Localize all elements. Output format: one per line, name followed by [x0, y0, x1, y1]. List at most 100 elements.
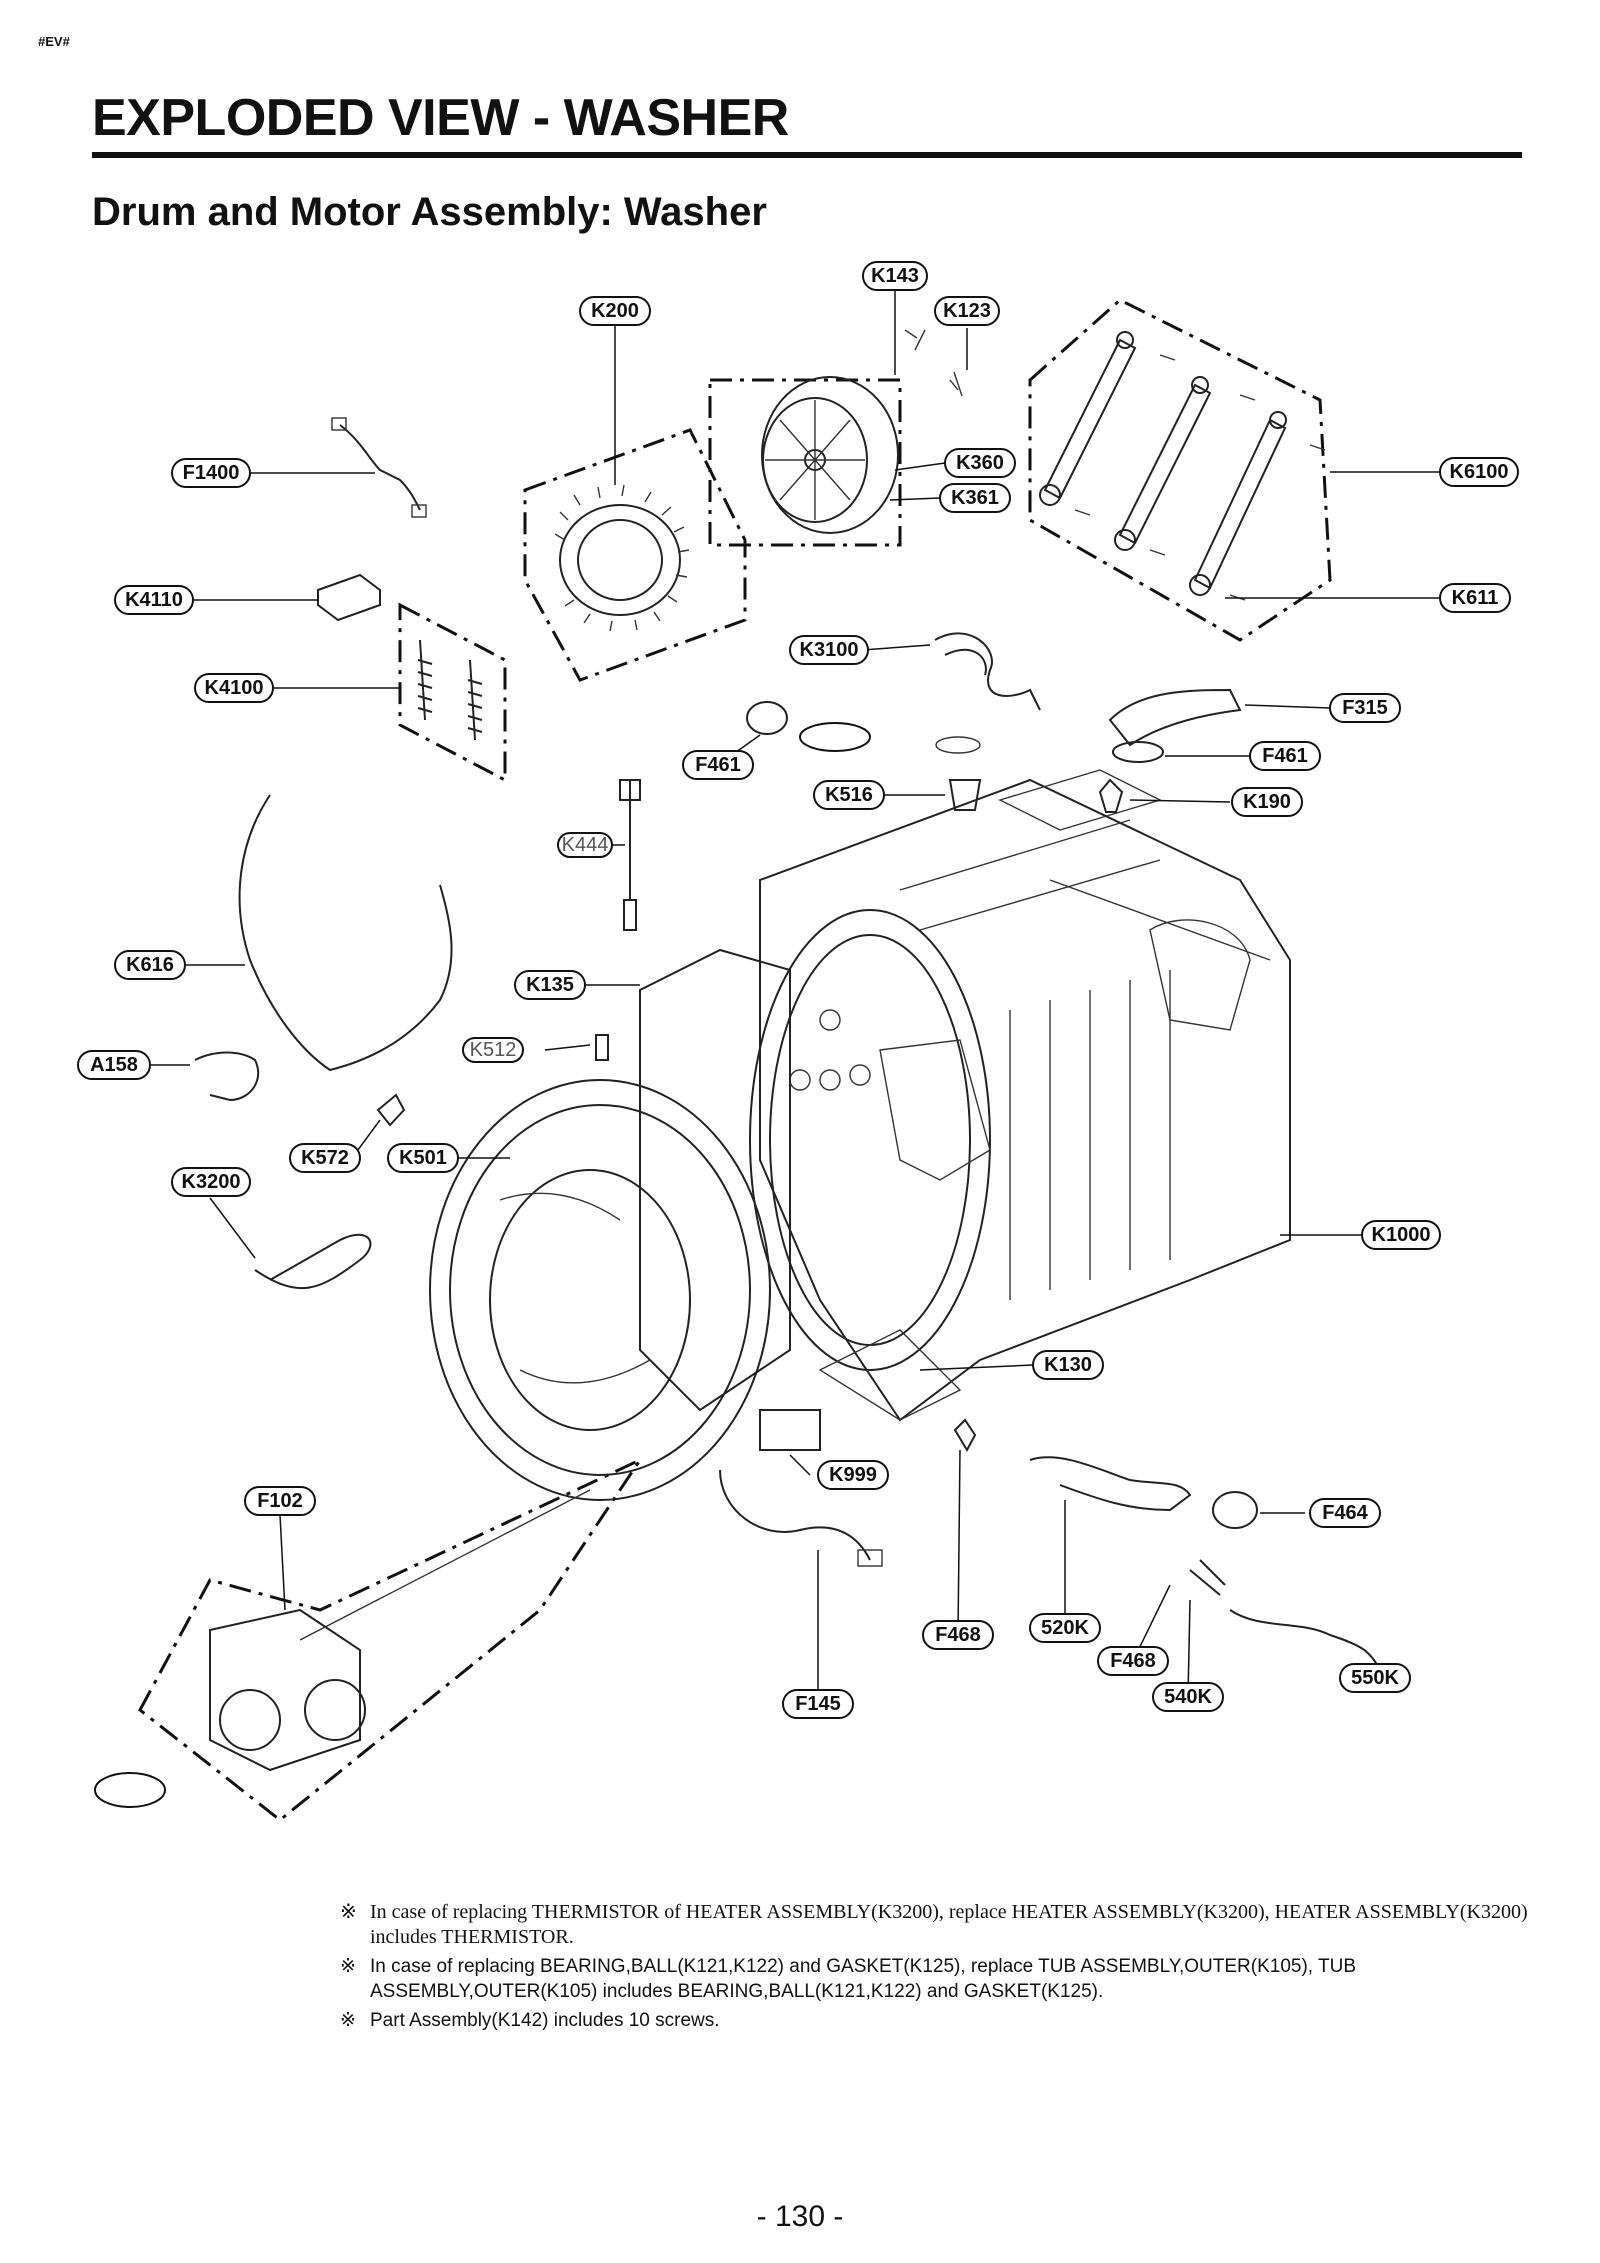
svg-text:F102: F102: [257, 1490, 303, 1512]
callout-540K: 540K: [1152, 1682, 1224, 1712]
svg-text:K4110: K4110: [125, 589, 183, 611]
note-text: In case of replacing THERMISTOR of HEATE…: [370, 1901, 1528, 1948]
stator-group-frame: [523, 428, 747, 682]
svg-text:K616: K616: [126, 954, 174, 976]
svg-text:K512: K512: [470, 1039, 517, 1061]
misc-parts-drawing: [194, 417, 1381, 1772]
callout-K516: K516: [813, 780, 885, 810]
callout-F102: F102: [244, 1486, 316, 1516]
svg-text:F1400: F1400: [183, 462, 240, 484]
note-text: Part Assembly(K142) includes 10 screws.: [370, 2010, 720, 2031]
title-underline: [92, 152, 1522, 158]
svg-text:K3100: K3100: [800, 639, 859, 661]
svg-text:A158: A158: [90, 1054, 138, 1076]
callout-F315: F315: [1329, 693, 1401, 723]
callout-K4110: K4110: [114, 585, 194, 615]
blank-marker: [94, 1772, 166, 1808]
callout-K361: K361: [939, 483, 1011, 513]
svg-text:F315: F315: [1342, 697, 1388, 719]
stator-drawing: [554, 484, 690, 632]
page-title: EXPLODED VIEW - WASHER: [92, 89, 789, 147]
callout-A158: A158: [77, 1050, 151, 1080]
note-mark: ※: [340, 2010, 356, 2031]
svg-text:K4100: K4100: [205, 677, 264, 699]
spring-group-frame: [398, 602, 507, 783]
svg-text:K501: K501: [399, 1147, 447, 1169]
svg-text:F468: F468: [1110, 1650, 1156, 1672]
callout-K360: K360: [944, 448, 1016, 478]
svg-text:K135: K135: [526, 974, 574, 996]
svg-text:K123: K123: [943, 300, 991, 322]
svg-text:K999: K999: [829, 1464, 877, 1486]
damper-group-frame: [1028, 298, 1332, 642]
callout-K143: K143: [862, 261, 928, 291]
svg-text:F468: F468: [935, 1624, 981, 1646]
svg-text:K361: K361: [951, 487, 999, 509]
section-title: Drum and Motor Assembly: Washer: [92, 190, 767, 234]
callout-K616: K616: [114, 950, 186, 980]
blank-marker: [799, 722, 871, 752]
svg-text:K444: K444: [562, 834, 609, 856]
svg-text:520K: 520K: [1041, 1617, 1089, 1639]
callout-K501: K501: [387, 1143, 459, 1173]
svg-text:K143: K143: [871, 265, 919, 287]
svg-text:K360: K360: [956, 452, 1004, 474]
callout-520K: 520K: [1029, 1613, 1101, 1643]
svg-text:F461: F461: [1262, 745, 1308, 767]
callout-K512: K512: [462, 1037, 524, 1063]
callout-K4100: K4100: [194, 673, 274, 703]
callout-K130: K130: [1032, 1350, 1104, 1380]
callout-K611: K611: [1439, 583, 1511, 613]
page-number: - 130 -: [756, 2200, 844, 2233]
callout-F468-right: F468: [1097, 1646, 1169, 1676]
callout-F461-upper: F461: [682, 750, 754, 780]
callout-K3200: K3200: [171, 1167, 251, 1197]
leader-lines: [150, 290, 1440, 1704]
springs-drawing: [417, 639, 483, 741]
callout-F468-lower: F468: [922, 1620, 994, 1650]
callout-K444: K444: [557, 832, 613, 858]
svg-text:K3200: K3200: [182, 1171, 241, 1193]
callout-F461-right: F461: [1249, 741, 1321, 771]
callout-K190: K190: [1231, 787, 1303, 817]
svg-text:K611: K611: [1452, 587, 1499, 609]
callout-550K: 550K: [1339, 1663, 1411, 1693]
tub-outer-drawing: [749, 769, 1291, 1422]
note-item: ※ In case of replacing THERMISTOR of HEA…: [340, 1900, 1540, 1950]
callout-F1400: F1400: [171, 458, 251, 488]
note-item: ※ Part Assembly(K142) includes 10 screws…: [340, 2008, 1540, 2033]
note-text: In case of replacing BEARING,BALL(K121,K…: [370, 1956, 1356, 2002]
svg-text:K1000: K1000: [1372, 1224, 1431, 1246]
svg-text:K190: K190: [1243, 791, 1291, 813]
rotor-drawing: [761, 329, 963, 534]
svg-text:K572: K572: [301, 1147, 349, 1169]
rotor-group-frame: [708, 378, 902, 547]
note-item: ※ In case of replacing BEARING,BALL(K121…: [340, 1954, 1540, 2004]
callout-F464: F464: [1309, 1498, 1381, 1528]
dampers-drawing: [1039, 331, 1326, 601]
svg-text:F464: F464: [1322, 1502, 1368, 1524]
callout-K123: K123: [934, 296, 1000, 326]
callout-K1000: K1000: [1361, 1220, 1441, 1250]
front-tub-drawing: [429, 948, 791, 1501]
document-tag: #EV#: [38, 34, 70, 49]
callout-K3100: K3100: [789, 635, 869, 665]
svg-text:K516: K516: [825, 784, 873, 806]
svg-text:K6100: K6100: [1450, 461, 1509, 483]
notes-section: ※ In case of replacing THERMISTOR of HEA…: [340, 1900, 1540, 2037]
svg-text:K200: K200: [591, 300, 639, 322]
callout-K572: K572: [289, 1143, 361, 1173]
callout-K135: K135: [514, 970, 586, 1000]
callout-K6100: K6100: [1439, 457, 1519, 487]
note-mark: ※: [340, 1901, 357, 1923]
pump-group-frame: [138, 1456, 645, 1822]
svg-text:F145: F145: [795, 1693, 841, 1715]
callout-K999: K999: [817, 1460, 889, 1490]
svg-text:540K: 540K: [1164, 1686, 1212, 1708]
svg-text:550K: 550K: [1351, 1667, 1399, 1689]
svg-text:K130: K130: [1044, 1354, 1092, 1376]
note-mark: ※: [340, 1956, 356, 1977]
callout-F145: F145: [782, 1689, 854, 1719]
svg-text:F461: F461: [695, 754, 741, 776]
